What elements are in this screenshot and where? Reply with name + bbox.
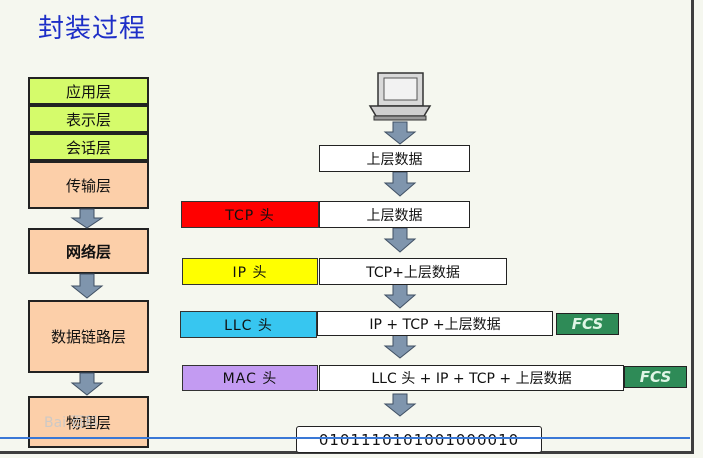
tcp-data-box: 上层数据 bbox=[319, 201, 470, 228]
down-arrow bbox=[70, 208, 104, 229]
fcs-trailer: FCS bbox=[624, 366, 687, 388]
down-arrow bbox=[383, 393, 417, 417]
down-arrow bbox=[70, 372, 104, 396]
layer-data-link: 数据链路层 bbox=[28, 300, 149, 373]
down-arrow bbox=[383, 227, 417, 253]
layer-network: 网络层 bbox=[28, 228, 149, 274]
bitstream-box: 0101110101001000010 bbox=[296, 426, 542, 453]
page-title: 封装过程 bbox=[38, 14, 147, 44]
down-arrow bbox=[70, 273, 104, 299]
down-arrow bbox=[383, 121, 417, 145]
ip-data-box: TCP+上层数据 bbox=[319, 258, 507, 285]
mac-header: MAC 头 bbox=[182, 365, 318, 391]
computer-icon bbox=[368, 72, 432, 121]
down-arrow bbox=[383, 334, 417, 359]
llc-data-box: IP + TCP +上层数据 bbox=[317, 311, 553, 336]
fcs-trailer: FCS bbox=[556, 313, 619, 335]
tcp-header: TCP 头 bbox=[181, 201, 319, 228]
layer-presentation: 表示层 bbox=[28, 105, 149, 133]
llc-header: LLC 头 bbox=[180, 311, 317, 338]
layer-application: 应用层 bbox=[28, 77, 149, 105]
down-arrow bbox=[383, 171, 417, 197]
divider bbox=[0, 437, 690, 439]
mac-data-box: LLC 头 + IP + TCP + 上层数据 bbox=[319, 365, 624, 391]
watermark: Bai 百科 bbox=[44, 415, 99, 431]
ip-header: IP 头 bbox=[182, 258, 318, 285]
layer-transport: 传输层 bbox=[28, 161, 149, 209]
layer-session: 会话层 bbox=[28, 133, 149, 161]
down-arrow bbox=[383, 283, 417, 309]
layer-physical: 物理层 bbox=[28, 396, 149, 448]
upper-data-box: 上层数据 bbox=[319, 145, 470, 172]
